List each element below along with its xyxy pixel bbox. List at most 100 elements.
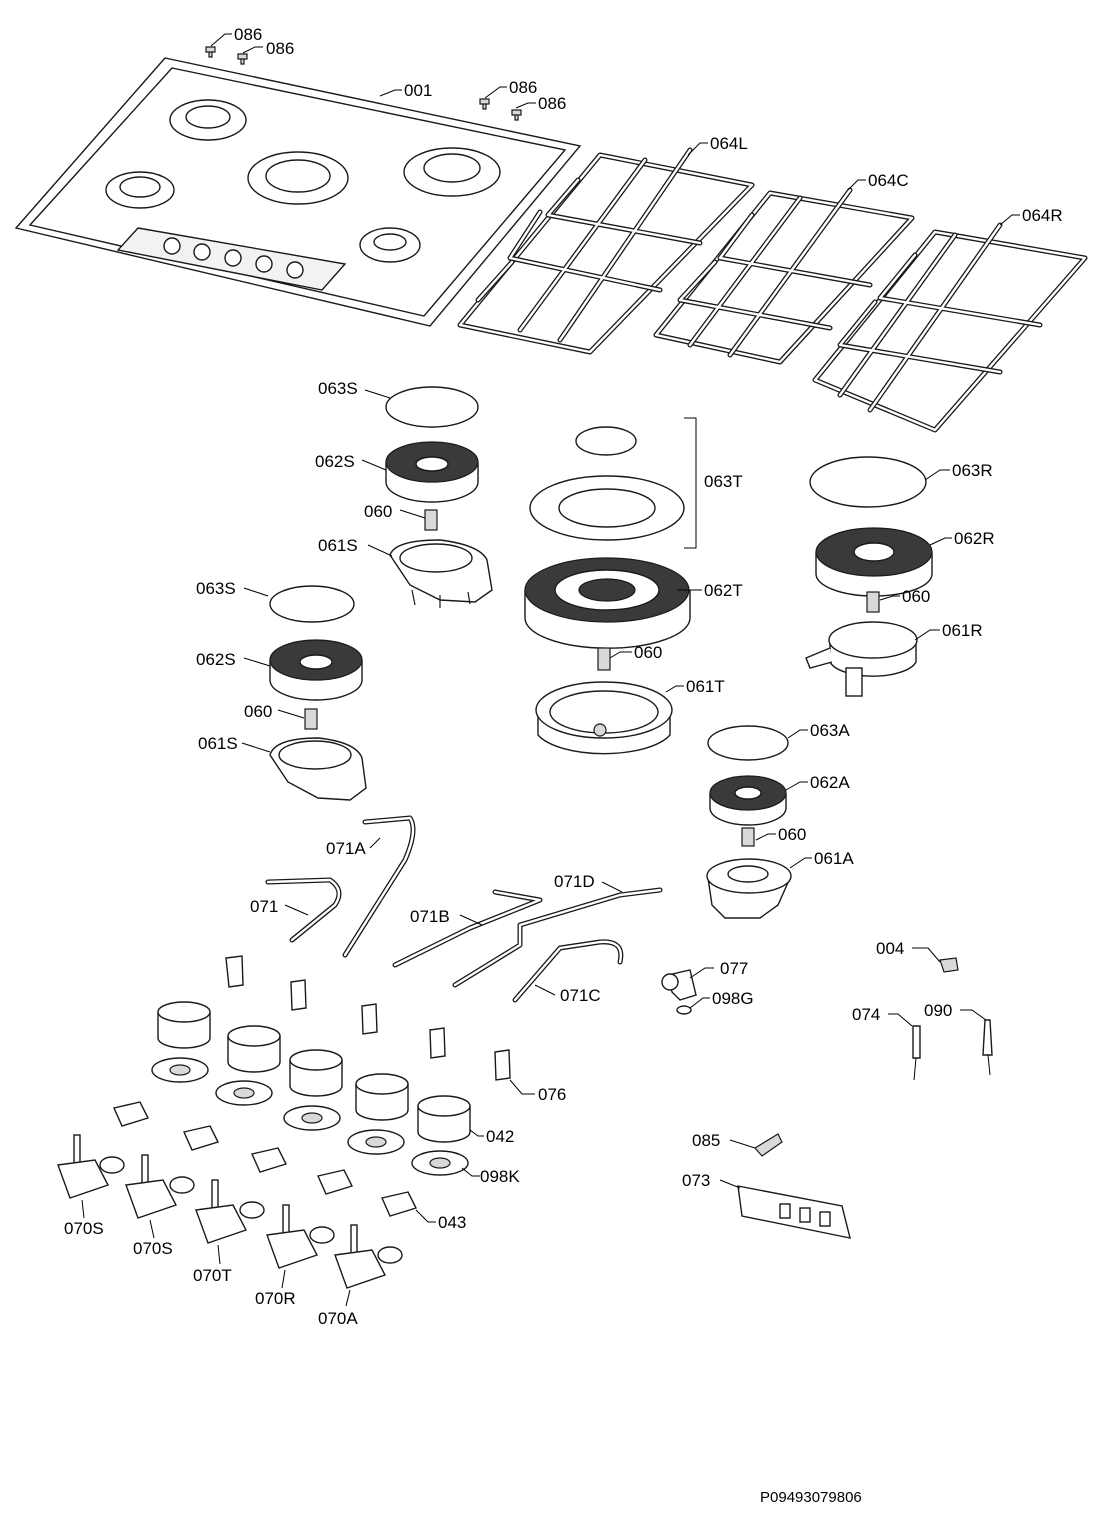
label-070S: 070S	[133, 1239, 173, 1258]
burner-base-061A	[706, 858, 792, 919]
burner-crown-062S-lower	[269, 639, 363, 701]
label-060: 060	[634, 643, 662, 662]
screw-086-group	[205, 46, 522, 121]
burner-base-061R	[805, 621, 918, 697]
label-063S: 063S	[318, 379, 358, 398]
knob-042-group	[157, 1001, 471, 1143]
spark-generator-073	[737, 1185, 851, 1239]
burner-base-061S-lower	[269, 737, 367, 801]
gas-pipe-071B	[392, 889, 543, 968]
burner-cap-063T-ring	[529, 475, 685, 541]
injector-060-d	[866, 591, 880, 613]
label-086: 086	[234, 25, 262, 44]
burner-cap-063A	[707, 725, 789, 761]
label-074: 074	[852, 1005, 880, 1024]
label-070S: 070S	[64, 1219, 104, 1238]
label-062R: 062R	[954, 529, 995, 548]
label-064L: 064L	[710, 134, 748, 153]
label-062S: 062S	[315, 452, 355, 471]
label-063S: 063S	[196, 579, 236, 598]
label-061S: 061S	[198, 734, 238, 753]
label-086: 086	[538, 94, 566, 113]
injector-060-a	[424, 509, 438, 531]
burner-base-061T	[535, 681, 673, 755]
bracket-076-group	[225, 955, 511, 1081]
label-071: 071	[250, 897, 278, 916]
label-062S: 062S	[196, 650, 236, 669]
label-061A: 061A	[814, 849, 854, 868]
label-060: 060	[902, 587, 930, 606]
callout-labels: 086 086 086 086 001 064L 064C 064R 063S …	[64, 25, 1063, 1506]
label-090: 090	[924, 1001, 952, 1020]
burner-crown-062T	[524, 557, 691, 649]
label-070R: 070R	[255, 1289, 296, 1308]
gas-tap-070S-a	[57, 1134, 125, 1199]
leader-lines	[81, 33, 1020, 1307]
label-062T: 062T	[704, 581, 743, 600]
label-086: 086	[509, 78, 537, 97]
label-004: 004	[876, 939, 904, 958]
thermocouple-090	[982, 1019, 993, 1076]
gas-pipe-071	[265, 877, 342, 943]
label-076: 076	[538, 1085, 566, 1104]
injector-060-b	[304, 708, 318, 730]
label-061S: 061S	[318, 536, 358, 555]
burner-crown-062S-upper	[385, 441, 479, 503]
gas-tap-070R	[266, 1204, 335, 1269]
injector-060-e	[741, 827, 755, 847]
cooktop-panel	[14, 57, 582, 327]
washer-098G	[676, 1005, 692, 1015]
label-070T: 070T	[193, 1266, 232, 1285]
gas-pipe-071D	[452, 887, 663, 988]
label-061R: 061R	[942, 621, 983, 640]
label-043: 043	[438, 1213, 466, 1232]
label-070A: 070A	[318, 1309, 358, 1328]
label-064R: 064R	[1022, 206, 1063, 225]
burner-crown-062A	[709, 775, 787, 826]
gas-pipe-071C	[512, 939, 624, 1003]
label-071A: 071A	[326, 839, 366, 858]
burner-crown-062R	[815, 527, 933, 597]
burner-cap-063T-inner	[575, 426, 637, 456]
electrode-074	[912, 1025, 921, 1081]
ignition-clip-085	[754, 1133, 783, 1157]
label-063R: 063R	[952, 461, 993, 480]
burner-cap-063S-lower	[269, 585, 355, 623]
clip-004	[939, 957, 959, 973]
burner-cap-063S-upper	[385, 386, 479, 428]
microswitch-043-group	[113, 1101, 417, 1217]
label-098G: 098G	[712, 989, 754, 1008]
gas-tap-070S-b	[125, 1154, 195, 1219]
gas-tap-070A	[334, 1224, 403, 1289]
label-062A: 062A	[810, 773, 850, 792]
label-073: 073	[682, 1171, 710, 1190]
label-098K: 098K	[480, 1167, 520, 1186]
injector-060-c	[597, 647, 611, 671]
pan-support-064R	[812, 222, 1088, 433]
gas-tap-070T	[195, 1179, 265, 1244]
label-077: 077	[720, 959, 748, 978]
label-060: 060	[244, 702, 272, 721]
label-071C: 071C	[560, 986, 601, 1005]
drawing-code: P09493079806	[760, 1489, 862, 1506]
label-064C: 064C	[868, 171, 909, 190]
label-061T: 061T	[686, 677, 725, 696]
label-060: 060	[364, 502, 392, 521]
pan-support-064L	[457, 147, 755, 355]
label-063A: 063A	[810, 721, 850, 740]
pan-support-064C	[653, 187, 915, 365]
label-042: 042	[486, 1127, 514, 1146]
label-071B: 071B	[410, 907, 450, 926]
elbow-fitting-077	[661, 969, 697, 1001]
label-060: 060	[778, 825, 806, 844]
knob-bezel-098K-group	[151, 1057, 469, 1176]
label-085: 085	[692, 1131, 720, 1150]
gas-pipe-071A	[342, 815, 416, 958]
label-071D: 071D	[554, 872, 595, 891]
label-063T: 063T	[704, 472, 743, 491]
burner-cap-063R	[809, 456, 927, 508]
label-001: 001	[404, 81, 432, 100]
label-086: 086	[266, 39, 294, 58]
burner-base-061S-upper	[389, 539, 493, 608]
